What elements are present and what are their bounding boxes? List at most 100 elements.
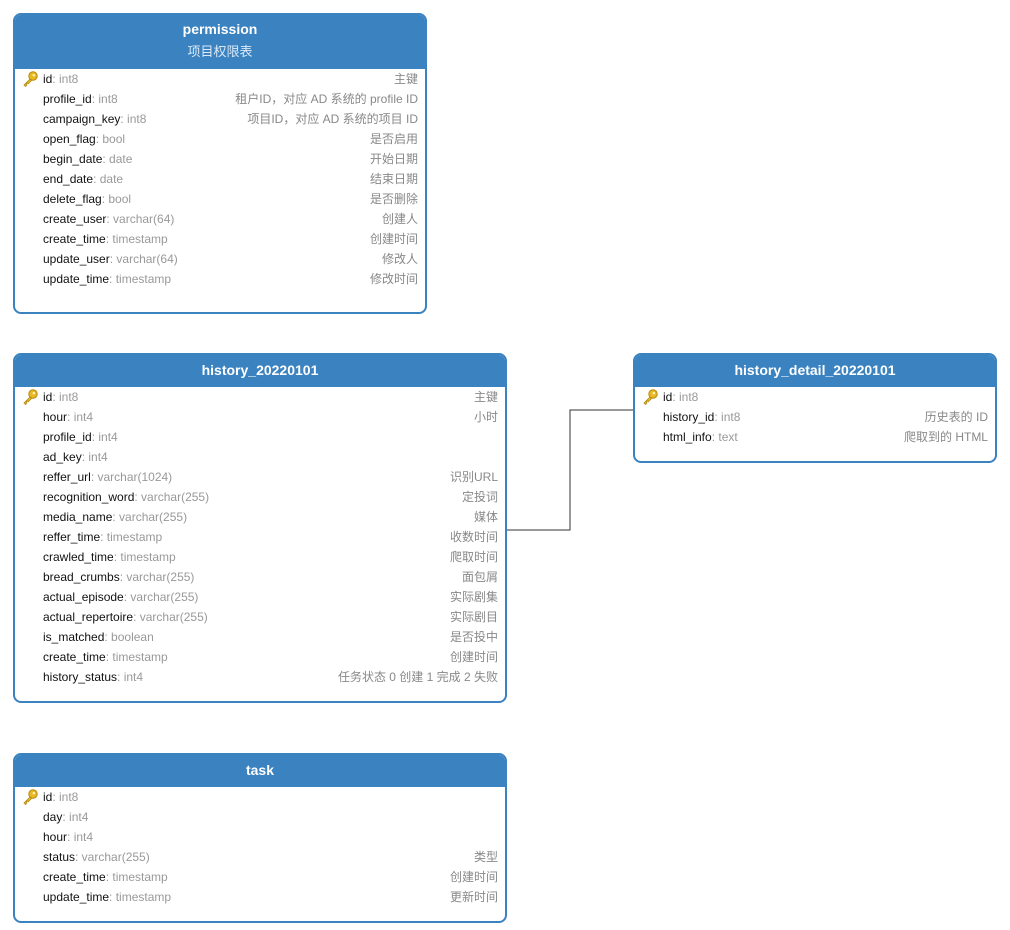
column-field: end_date bbox=[43, 172, 94, 186]
column-name: status: varchar(255) bbox=[43, 847, 150, 867]
column-comment: 开始日期 bbox=[369, 152, 418, 166]
column-field: create_time bbox=[43, 232, 106, 246]
column-row[interactable]: html_info: text 爬取到的 HTML bbox=[635, 427, 995, 447]
column-row[interactable]: bread_crumbs: varchar(255)面包屑 bbox=[15, 567, 505, 587]
column-row[interactable]: actual_repertoire: varchar(255)实际剧目 bbox=[15, 607, 505, 627]
column-comment: 修改人 bbox=[381, 252, 418, 266]
column-type: : bool bbox=[101, 192, 132, 206]
column-name: html_info: text bbox=[663, 427, 738, 447]
column-comment: 爬取时间 bbox=[449, 550, 498, 564]
column-row[interactable]: media_name: varchar(255) 媒体 bbox=[15, 507, 505, 527]
column-comment: 是否删除 bbox=[369, 192, 418, 206]
column-type: : varchar(255) bbox=[133, 610, 208, 624]
column-row[interactable]: id: int8 bbox=[15, 787, 505, 807]
column-field: campaign_key bbox=[43, 112, 121, 126]
column-field: create_user bbox=[43, 212, 107, 226]
column-comment: 项目ID，对应 AD 系统的项目 ID bbox=[247, 112, 418, 126]
column-field: begin_date bbox=[43, 152, 103, 166]
column-name: campaign_key: int8 bbox=[43, 109, 146, 129]
column-name: open_flag: bool bbox=[43, 129, 125, 149]
column-field: crawled_time bbox=[43, 550, 114, 564]
column-field: bread_crumbs bbox=[43, 570, 120, 584]
table-header: history_20220101 bbox=[15, 355, 505, 387]
column-comment: 爬取到的 HTML bbox=[903, 430, 988, 444]
column-type: : varchar(1024) bbox=[90, 470, 173, 484]
column-comment: 更新时间 bbox=[449, 890, 498, 904]
column-type: : int4 bbox=[62, 810, 89, 824]
column-name: hour: int4 bbox=[43, 827, 93, 847]
column-row[interactable]: day: int4 bbox=[15, 807, 505, 827]
table-comment: 项目权限表 bbox=[187, 44, 253, 59]
column-type: : int8 bbox=[91, 92, 118, 106]
table-name: permission bbox=[182, 21, 258, 37]
table-header: history_detail_20220101 bbox=[635, 355, 995, 387]
column-name: create_user: varchar(64) bbox=[43, 209, 174, 229]
column-name: id: int8 bbox=[43, 387, 78, 407]
column-row[interactable]: hour: int4 bbox=[15, 827, 505, 847]
column-name: reffer_url: varchar(1024) bbox=[43, 467, 172, 487]
column-field: create_time bbox=[43, 870, 106, 884]
column-comment: 创建时间 bbox=[369, 232, 418, 246]
column-name: profile_id: int8 bbox=[43, 89, 118, 109]
column-name: update_time: timestamp bbox=[43, 269, 171, 289]
column-name: create_time: timestamp bbox=[43, 867, 168, 887]
column-row[interactable]: actual_episode: varchar(255)实际剧集 bbox=[15, 587, 505, 607]
column-row[interactable]: recognition_word: varchar(255)定投词 bbox=[15, 487, 505, 507]
column-name: is_matched: boolean bbox=[43, 627, 154, 647]
column-row[interactable]: id: int8 主键 bbox=[15, 387, 505, 407]
column-row[interactable]: update_time: timestamp 更新时间 bbox=[15, 887, 505, 907]
column-name: update_time: timestamp bbox=[43, 887, 171, 907]
column-row[interactable]: id: int8 bbox=[635, 387, 995, 407]
column-field: ad_key bbox=[43, 450, 82, 464]
column-field: hour bbox=[43, 410, 68, 424]
column-field: update_user bbox=[43, 252, 110, 266]
column-row[interactable]: reffer_url: varchar(1024) 识别URL bbox=[15, 467, 505, 487]
column-type: : int8 bbox=[52, 790, 79, 804]
column-field: create_time bbox=[43, 650, 106, 664]
column-row[interactable]: campaign_key: int8 项目ID，对应 AD 系统的项目 ID bbox=[15, 109, 425, 129]
column-comment: 主键 bbox=[393, 72, 418, 86]
column-name: ad_key: int4 bbox=[43, 447, 108, 467]
column-field: actual_repertoire bbox=[43, 610, 134, 624]
column-name: update_user: varchar(64) bbox=[43, 249, 178, 269]
column-comment: 主键 bbox=[473, 390, 498, 404]
column-type: : int4 bbox=[67, 410, 94, 424]
column-row[interactable]: update_user: varchar(64) 修改人 bbox=[15, 249, 425, 269]
column-comment: 创建时间 bbox=[449, 650, 498, 664]
column-name: reffer_time: timestamp bbox=[43, 527, 162, 547]
table-name: history_20220101 bbox=[201, 362, 319, 378]
column-name: media_name: varchar(255) bbox=[43, 507, 187, 527]
column-comment: 媒体 bbox=[473, 510, 498, 524]
column-type: : int4 bbox=[117, 670, 144, 684]
column-row[interactable]: status: varchar(255)类型 bbox=[15, 847, 505, 867]
column-field: reffer_time bbox=[43, 530, 101, 544]
column-row[interactable]: create_user: varchar(64)创建人 bbox=[15, 209, 425, 229]
column-comment: 识别URL bbox=[449, 470, 498, 484]
column-comment: 任务状态 0 创建 1 完成 2 失败 bbox=[337, 670, 498, 684]
column-row[interactable]: ad_key: int4 bbox=[15, 447, 505, 467]
column-comment: 结束日期 bbox=[369, 172, 418, 186]
column-type: : varchar(64) bbox=[106, 212, 175, 226]
column-row[interactable]: profile_id: int4 bbox=[15, 427, 505, 447]
